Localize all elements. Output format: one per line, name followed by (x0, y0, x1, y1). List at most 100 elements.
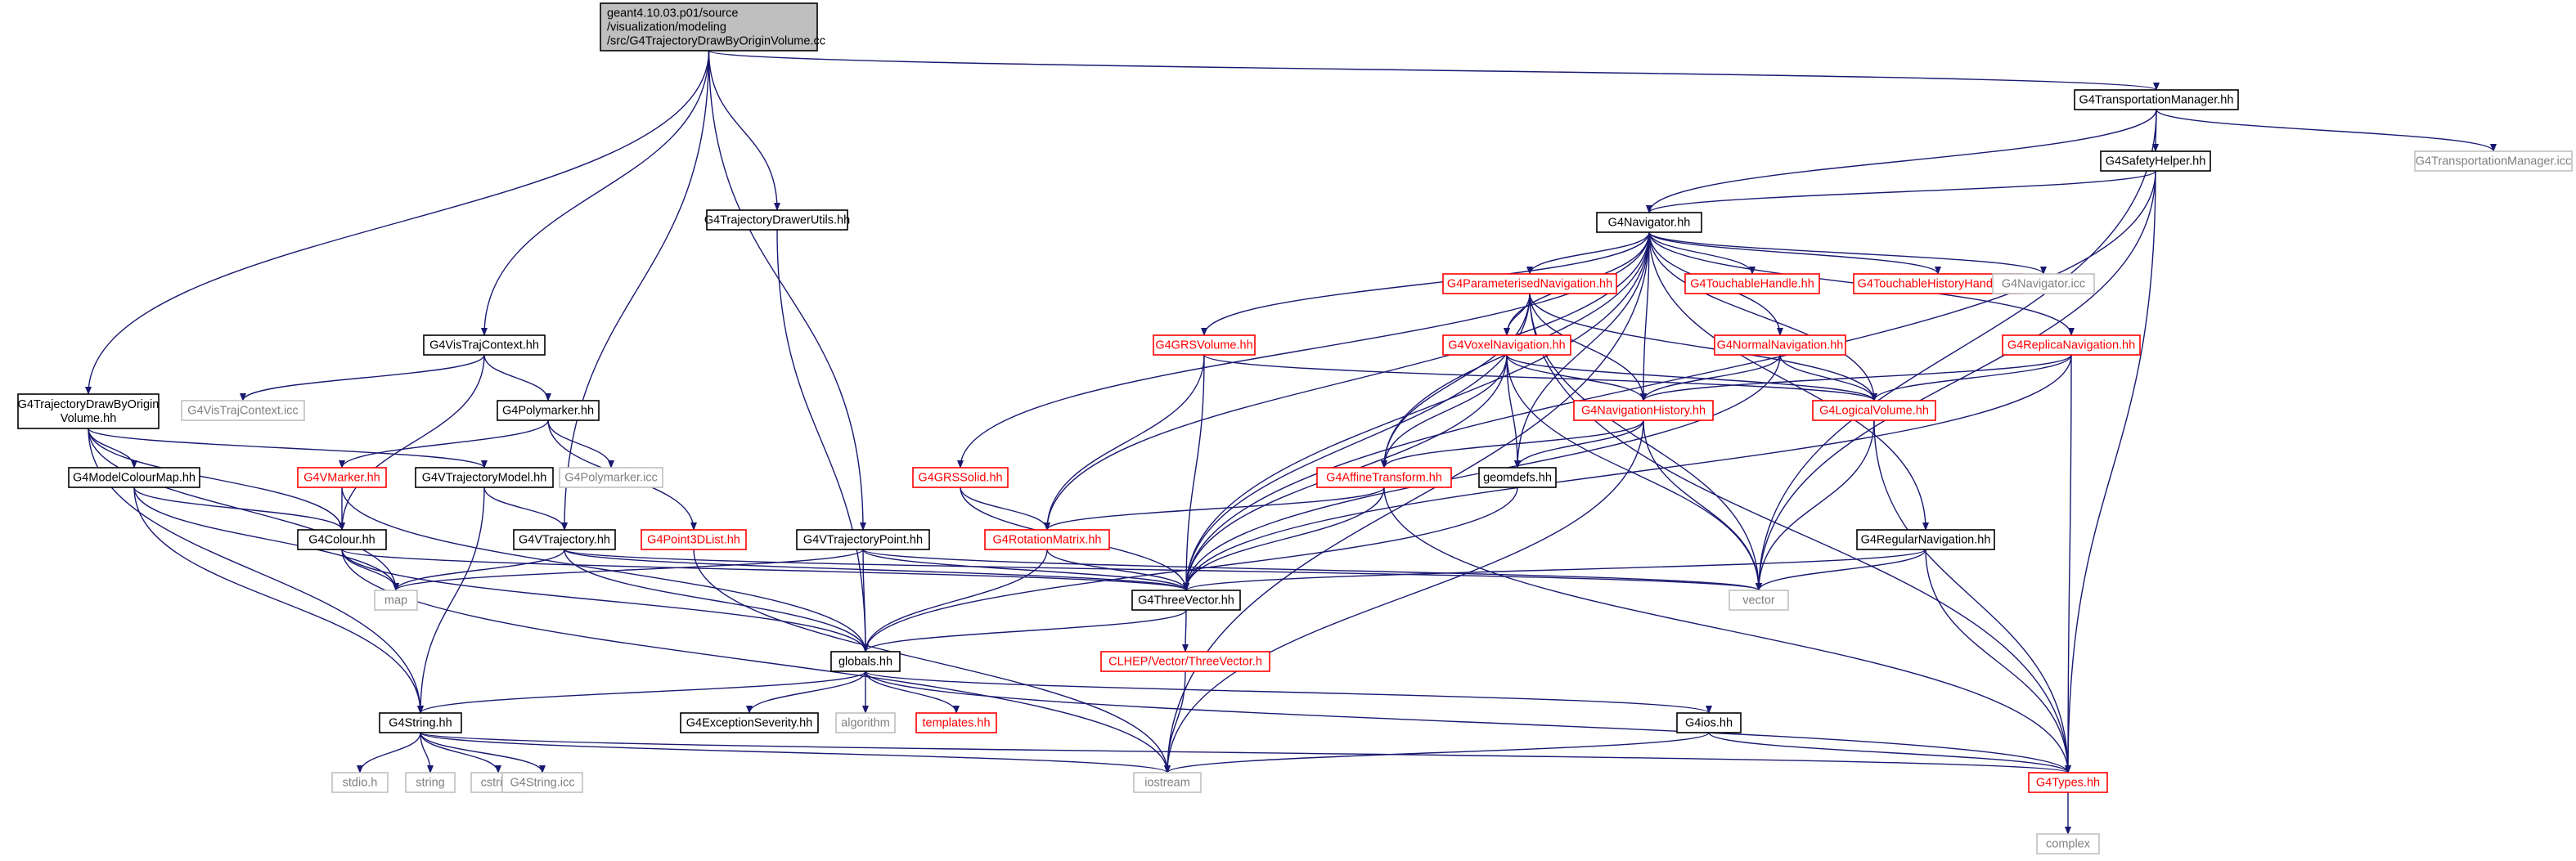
node-affine[interactable]: G4AffineTransform.hh (1316, 467, 1452, 488)
node-label-templates: templates.hh (922, 717, 990, 730)
edge-safety-to-threevec (1183, 170, 2156, 591)
node-box-polymarkericc (559, 467, 663, 488)
node-label-root-line-1: /visualization/modeling (607, 21, 726, 34)
node-clhep[interactable]: CLHEP/Vector/ThreeVector.h (1100, 651, 1270, 672)
edge-vtraj-to-vector (564, 549, 1762, 591)
edge-root-to-transmgr (708, 50, 2160, 91)
node-grsvolume[interactable]: G4GRSVolume.hh (1153, 334, 1256, 356)
edge-grsvolume-to-logvol (1203, 354, 1877, 401)
edge-regularnav-to-g4types (1925, 549, 2071, 774)
node-box-stringicc (501, 772, 583, 793)
node-globals[interactable]: globals.hh (830, 651, 901, 672)
node-drawutils[interactable]: G4TrajectoryDrawerUtils.hh (704, 209, 850, 231)
node-box-g4string (379, 712, 462, 733)
node-rotmatrix[interactable]: G4RotationMatrix.hh (984, 529, 1110, 550)
node-exception[interactable]: G4ExceptionSeverity.hh (680, 712, 819, 733)
node-label-g4types: G4Types.hh (2036, 777, 2100, 790)
node-label-drawbyorigin-line-0: G4TrajectoryDrawByOrigin (18, 398, 160, 411)
node-box-exception (680, 712, 819, 733)
edge-vistraj-to-colour (339, 354, 485, 531)
node-label-polymarker: G4Polymarker.hh (502, 405, 594, 418)
edge-threevec-to-globals (862, 609, 1187, 652)
node-drawbyorigin[interactable]: G4TrajectoryDrawByOriginVolume.hh (17, 393, 160, 429)
node-box-vistraj (423, 334, 546, 356)
node-box-transicc (2414, 150, 2573, 172)
edge-voxelnav-to-geomdefs (1506, 354, 1521, 469)
edge-transmgr-to-transicc (2156, 109, 2497, 152)
node-vmarker[interactable]: G4VMarker.hh (297, 467, 387, 488)
node-label-paramnav: G4ParameterisedNavigation.hh (1447, 278, 1612, 291)
edge-geomdefs-to-globals (862, 487, 1518, 652)
node-label-touchable: G4TouchableHandle.hh (1690, 278, 1814, 291)
edge-affine-to-threevec (1183, 487, 1385, 591)
node-vtraj[interactable]: G4VTrajectory.hh (513, 529, 616, 550)
node-label-transmgr: G4TransportationManager.hh (2079, 94, 2234, 107)
edge-g4string-to-stringicc (420, 732, 546, 774)
node-replicanav[interactable]: G4ReplicaNavigation.hh (2002, 334, 2141, 356)
node-navhist[interactable]: G4NavigationHistory.hh (1573, 400, 1714, 421)
node-modelcolour[interactable]: G4ModelColourMap.hh (68, 467, 200, 488)
node-box-geomdefs (1478, 467, 1557, 488)
node-normalnav[interactable]: G4NormalNavigation.hh (1714, 334, 1846, 356)
node-logvol[interactable]: G4LogicalVolume.hh (1812, 400, 1936, 421)
node-label-drawutils: G4TrajectoryDrawerUtils.hh (704, 214, 850, 227)
edge-globals-to-g4types (865, 670, 2071, 774)
node-label-stdio: stdio.h (343, 777, 378, 790)
edge-replicanav-to-threevec (1183, 354, 2072, 591)
edge-g4string-to-iostream (420, 732, 1171, 774)
node-box-logvol (1812, 400, 1936, 421)
node-colour[interactable]: G4Colour.hh (297, 529, 387, 550)
node-grssolid[interactable]: G4GRSSolid.hh (912, 467, 1009, 488)
edge-root-to-drawbyorigin (85, 50, 710, 395)
node-polymarker[interactable]: G4Polymarker.hh (497, 400, 600, 421)
node-geomdefs[interactable]: geomdefs.hh (1478, 467, 1557, 488)
node-templates[interactable]: templates.hh (915, 712, 997, 733)
edge-point3d-to-iostream (693, 549, 1171, 774)
node-box-voxelnav (1442, 334, 1571, 356)
edge-vistraj-to-vistrajicc (240, 354, 485, 401)
node-label-map: map (384, 594, 407, 608)
edge-nav-to-grsvolume (1201, 231, 1650, 336)
edge-replicanav-to-g4types (2065, 354, 2072, 774)
node-label-root-line-2: /src/G4TrajectoryDrawByOriginVolume.cc (607, 35, 825, 48)
node-transmgr[interactable]: G4TransportationManager.hh (2074, 89, 2239, 110)
node-box-g4types (2028, 772, 2108, 793)
node-g4types[interactable]: G4Types.hh (2028, 772, 2108, 793)
edge-transmgr-to-vector (1756, 109, 2157, 591)
node-box-safety (2100, 150, 2211, 172)
node-g4string[interactable]: G4String.hh (379, 712, 462, 733)
node-label-navicc: G4Navigator.icc (2002, 278, 2085, 291)
node-g4ios[interactable]: G4ios.hh (1676, 712, 1742, 733)
node-string: string (405, 772, 456, 793)
edge-root-to-drawutils (708, 50, 780, 211)
node-label-nav: G4Navigator.hh (1608, 217, 1691, 230)
node-regularnav[interactable]: G4RegularNavigation.hh (1856, 529, 1995, 550)
node-threevec[interactable]: G4ThreeVector.hh (1131, 590, 1241, 611)
edge-colour-to-threevec (341, 549, 1189, 591)
edge-paramnav-to-logvol (1529, 293, 1877, 401)
edge-vtrajpoint-to-globals (861, 549, 869, 652)
edge-regularnav-to-threevec (1183, 549, 1926, 591)
node-vistraj[interactable]: G4VisTrajContext.hh (423, 334, 546, 356)
node-vtrajpoint[interactable]: G4VTrajectoryPoint.hh (796, 529, 930, 550)
edge-voxelnav-to-affine (1381, 354, 1508, 469)
node-label-globals: globals.hh (838, 656, 892, 669)
node-label-algorithm: algorithm (841, 717, 890, 730)
node-root: geant4.10.03.p01/source/visualization/mo… (600, 2, 825, 52)
node-safety[interactable]: G4SafetyHelper.hh (2100, 150, 2211, 172)
node-paramnav[interactable]: G4ParameterisedNavigation.hh (1442, 273, 1617, 294)
node-voxelnav[interactable]: G4VoxelNavigation.hh (1442, 334, 1571, 356)
node-box-complex (2036, 833, 2100, 854)
edge-globals-to-templates (865, 670, 960, 714)
node-label-modelcolour: G4ModelColourMap.hh (73, 472, 196, 485)
edge-paramnav-to-navhist (1529, 293, 1647, 401)
node-point3d[interactable]: G4Point3DList.hh (641, 529, 747, 550)
edge-drawbyorigin-to-vtrajmodel (88, 428, 488, 469)
node-nav[interactable]: G4Navigator.hh (1596, 212, 1702, 233)
nodes-layer: geant4.10.03.p01/source/visualization/mo… (17, 2, 2573, 854)
node-label-vtraj: G4VTrajectory.hh (519, 534, 610, 547)
edge-g4string-to-stdio (357, 732, 421, 774)
node-touchable[interactable]: G4TouchableHandle.hh (1684, 273, 1820, 294)
node-vtrajmodel[interactable]: G4VTrajectoryModel.hh (415, 467, 554, 488)
